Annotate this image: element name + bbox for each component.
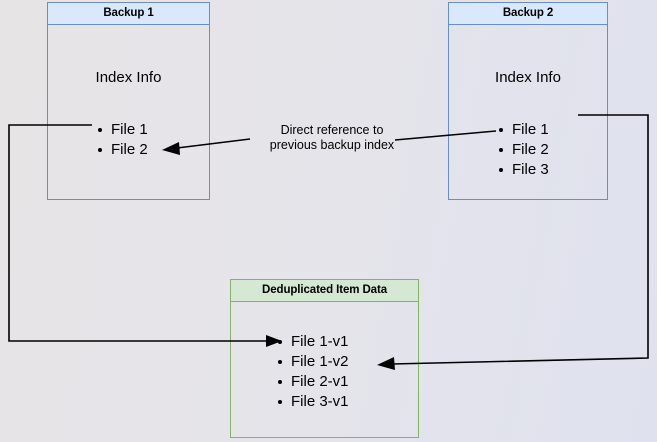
backup-2-box[interactable]: Backup 2 Index Info File 1 File 2 File 3 bbox=[448, 2, 608, 200]
list-item[interactable]: File 3 bbox=[497, 160, 549, 180]
backup-1-title: Backup 1 bbox=[48, 3, 209, 25]
list-item[interactable]: File 1-v2 bbox=[276, 352, 349, 372]
deduplicated-item-data-body: File 1-v1 File 1-v2 File 2-v1 File 3-v1 bbox=[231, 302, 418, 437]
dedup-file-list: File 1-v1 File 1-v2 File 2-v1 File 3-v1 bbox=[276, 332, 349, 412]
direct-reference-line-1: Direct reference to bbox=[280, 123, 384, 137]
list-item[interactable]: File 2 bbox=[497, 140, 549, 160]
list-item[interactable]: File 3-v1 bbox=[276, 392, 349, 412]
backup-1-index-info-label: Index Info bbox=[95, 69, 162, 86]
backup-2-index-info-label: Index Info bbox=[495, 69, 561, 86]
list-item[interactable]: File 1 bbox=[497, 120, 549, 140]
backup-2-body: Index Info File 1 File 2 File 3 bbox=[449, 25, 607, 199]
list-item[interactable]: File 1-v1 bbox=[276, 332, 349, 352]
backup-1-box[interactable]: Backup 1 Index Info File 1 File 2 bbox=[47, 2, 210, 200]
deduplicated-item-data-box[interactable]: Deduplicated Item Data File 1-v1 File 1-… bbox=[230, 279, 419, 438]
list-item[interactable]: File 1 bbox=[96, 120, 148, 140]
backup-1-body: Index Info File 1 File 2 bbox=[48, 25, 209, 199]
list-item[interactable]: File 2-v1 bbox=[276, 372, 349, 392]
deduplicated-item-data-title: Deduplicated Item Data bbox=[231, 280, 418, 302]
backup-2-title: Backup 2 bbox=[449, 3, 607, 25]
direct-reference-annotation: Direct reference to previous backup inde… bbox=[252, 123, 412, 153]
direct-reference-line-2: previous backup index bbox=[269, 138, 395, 152]
backup-2-file-list: File 1 File 2 File 3 bbox=[497, 120, 549, 180]
list-item[interactable]: File 2 bbox=[96, 140, 148, 160]
backup-1-file-list: File 1 File 2 bbox=[96, 120, 148, 160]
